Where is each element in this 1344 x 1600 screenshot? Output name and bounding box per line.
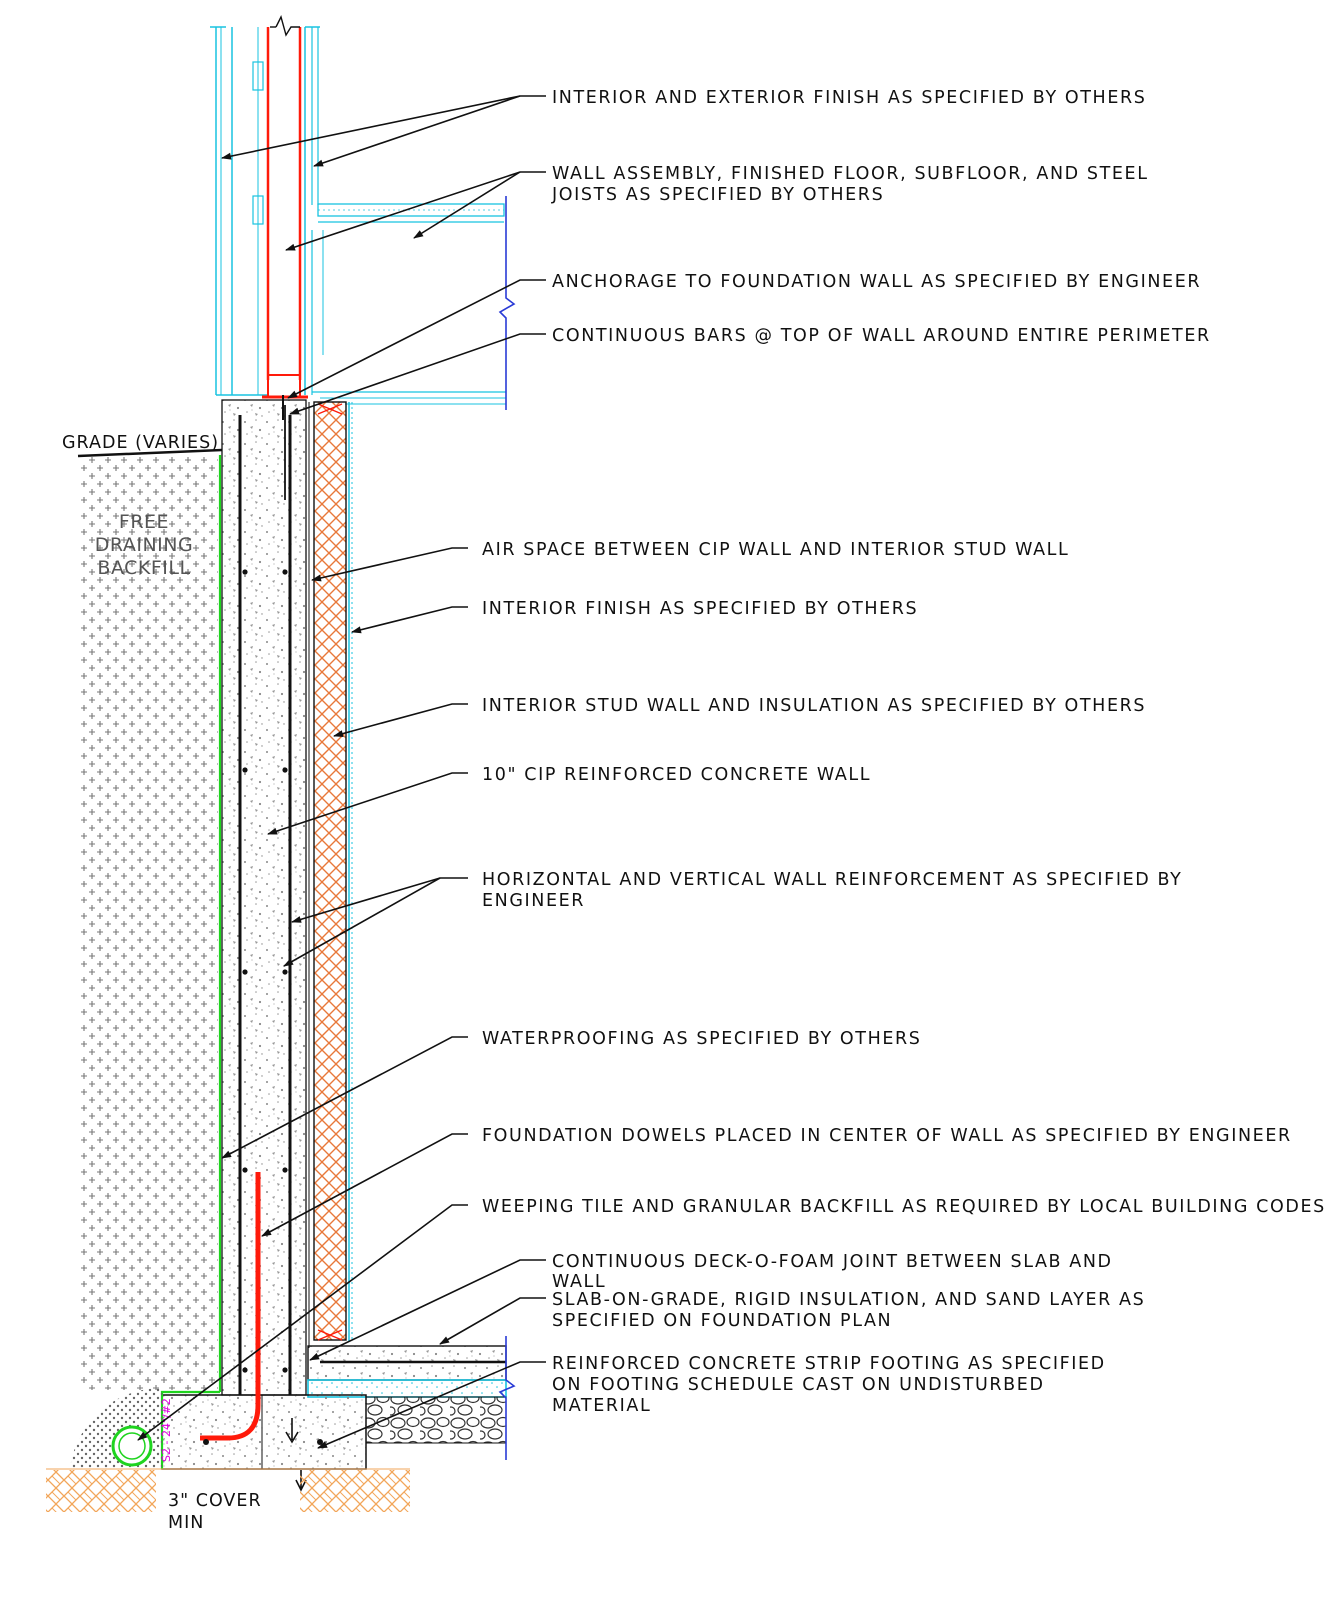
note-wall-reinforcement-line2: ENGINEER — [482, 891, 585, 911]
note-cip-concrete-wall: 10" CIP REINFORCED CONCRETE WALL — [482, 765, 871, 785]
undisturbed-soil — [46, 1468, 410, 1512]
strip-footing: S2 - 24"/#2 — [160, 1172, 367, 1492]
note-air-space: AIR SPACE BETWEEN CIP WALL AND INTERIOR … — [482, 540, 1069, 560]
note-interior-stud-wall: INTERIOR STUD WALL AND INSULATION AS SPE… — [482, 696, 1146, 716]
note-anchorage: ANCHORAGE TO FOUNDATION WALL AS SPECIFIE… — [552, 272, 1201, 292]
note-waterproofing: WATERPROOFING AS SPECIFIED BY OTHERS — [482, 1029, 921, 1049]
cover-label-line2: MIN — [168, 1513, 204, 1533]
grade-label: GRADE (VARIES) — [62, 433, 219, 453]
weeping-tile — [70, 1387, 162, 1468]
note-deck-o-foam-line2: WALL — [552, 1272, 606, 1292]
note-strip-footing-line1: REINFORCED CONCRETE STRIP FOOTING AS SPE… — [552, 1354, 1106, 1374]
upper-wall-assembly — [210, 15, 516, 410]
note-deck-o-foam-line1: CONTINUOUS DECK-O-FOAM JOINT BETWEEN SLA… — [552, 1252, 1113, 1272]
slab-on-grade — [307, 1336, 516, 1460]
cover-label-line1: 3" COVER — [168, 1491, 262, 1511]
note-slab-on-grade-line2: SPECIFIED ON FOUNDATION PLAN — [552, 1311, 892, 1331]
note-wall-assembly-line1: WALL ASSEMBLY, FINISHED FLOOR, SUBFLOOR,… — [552, 164, 1149, 184]
note-wall-assembly-line2: JOISTS AS SPECIFIED BY OTHERS — [551, 185, 884, 205]
concrete-wall — [218, 395, 307, 1396]
note-wall-reinforcement-line1: HORIZONTAL AND VERTICAL WALL REINFORCEME… — [482, 870, 1182, 890]
note-slab-on-grade-line1: SLAB-ON-GRADE, RIGID INSULATION, AND SAN… — [552, 1290, 1145, 1310]
backfill-label-line2: DRAINING — [95, 534, 193, 556]
note-interior-finish: INTERIOR FINISH AS SPECIFIED BY OTHERS — [482, 599, 918, 619]
note-weeping-tile: WEEPING TILE AND GRANULAR BACKFILL AS RE… — [482, 1197, 1326, 1217]
note-strip-footing-line2: ON FOOTING SCHEDULE CAST ON UNDISTURBED — [552, 1375, 1045, 1395]
note-foundation-dowels: FOUNDATION DOWELS PLACED IN CENTER OF WA… — [482, 1126, 1292, 1146]
backfill-label-line1: FREE — [119, 511, 169, 533]
callout-leaders — [137, 95, 546, 1449]
interior-stud-wall — [308, 401, 353, 1348]
backfill-zone — [77, 448, 223, 1390]
weeping-tile-tag: S2 - 24"/#2 — [160, 1398, 173, 1462]
backfill-label-line3: BACKFILL — [97, 557, 190, 579]
note-strip-footing-line3: MATERIAL — [552, 1396, 651, 1416]
note-interior-exterior-finish: INTERIOR AND EXTERIOR FINISH AS SPECIFIE… — [552, 88, 1146, 108]
note-continuous-bars: CONTINUOUS BARS @ TOP OF WALL AROUND ENT… — [552, 326, 1211, 346]
callout-notes: INTERIOR AND EXTERIOR FINISH AS SPECIFIE… — [482, 88, 1326, 1416]
